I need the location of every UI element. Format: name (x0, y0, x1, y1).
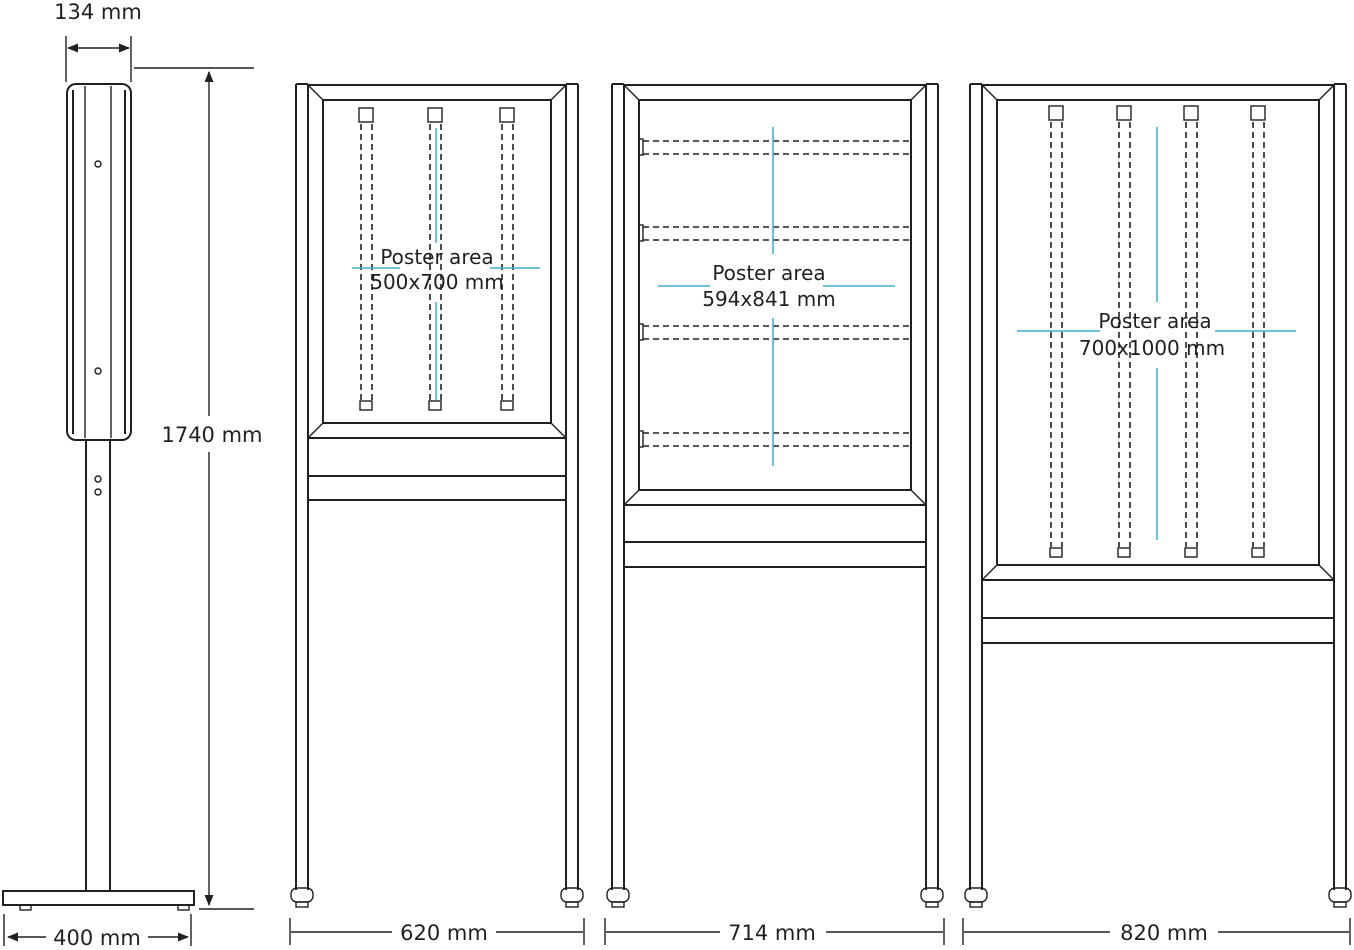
panel-b-area-label: Poster area (712, 261, 825, 285)
panel-a: Poster area 500x700 mm 620 mm (289, 83, 585, 945)
panel-a-area-label: Poster area (380, 245, 493, 269)
panel-c-area-size: 700x1000 mm (1079, 336, 1225, 360)
side-view: 134 mm 1740 mm 400 mm (2, 0, 263, 950)
panel-a-area-size: 500x700 mm (370, 270, 504, 294)
height-label: 1740 mm (161, 423, 262, 447)
panel-c-area-label: Poster area (1098, 309, 1211, 333)
poster-clips (358, 107, 515, 411)
panel-b: Poster area 594x841 mm 714 mm (604, 83, 945, 945)
side-width-label: 400 mm (53, 926, 141, 950)
panel-c: Poster area 700x1000 mm 820 mm (962, 83, 1352, 945)
side-depth-label: 134 mm (54, 0, 142, 24)
poster-clips (1048, 105, 1266, 558)
panel-b-area-size: 594x841 mm (702, 287, 836, 311)
panel-a-width-label: 620 mm (400, 921, 488, 945)
poster-rails (638, 138, 911, 448)
panel-c-width-label: 820 mm (1120, 921, 1208, 945)
panel-b-width-label: 714 mm (728, 921, 816, 945)
